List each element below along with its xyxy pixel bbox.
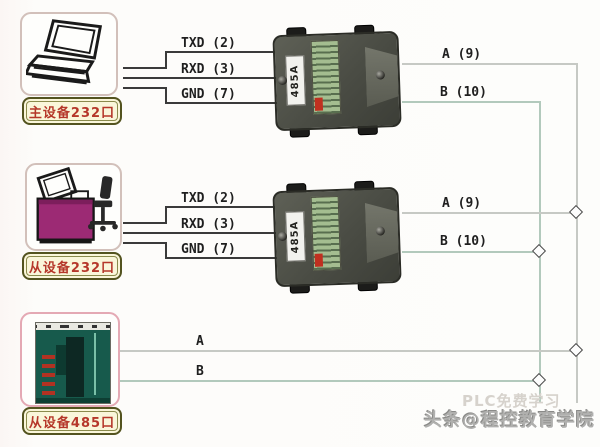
label-r3-b: B bbox=[196, 364, 204, 379]
slave485-equipment-illustration bbox=[35, 322, 111, 404]
slave232-device-picture-box bbox=[25, 163, 122, 251]
wire-r3-b bbox=[120, 380, 540, 382]
label-r1-gnd: GND (7) bbox=[181, 87, 236, 102]
wire-r2-txd-jog bbox=[165, 206, 167, 224]
slave485-device-picture-box bbox=[20, 312, 120, 407]
master-device-picture-box bbox=[20, 12, 118, 96]
slave485-device-label: 从设备485口 bbox=[22, 407, 122, 435]
label-r2-a: A (9) bbox=[442, 196, 482, 211]
label-r3-a: A bbox=[196, 334, 204, 349]
wire-r1-rxd bbox=[123, 77, 285, 79]
image-pipe bbox=[94, 333, 96, 395]
wire-r1-a bbox=[402, 63, 578, 65]
wire-r1-b bbox=[402, 101, 540, 103]
label-r1-b: B (10) bbox=[440, 85, 487, 100]
converter-model-text: 485A bbox=[289, 63, 302, 97]
wire-r2-gnd bbox=[165, 257, 285, 259]
image-floor bbox=[36, 398, 110, 403]
wire-r2-gnd-jog bbox=[165, 242, 167, 259]
slave232-device-label: 从设备232口 bbox=[22, 252, 122, 280]
junction-node-icon bbox=[568, 342, 584, 358]
desktop-computer-illustration bbox=[36, 167, 118, 244]
image-silhouette bbox=[66, 337, 84, 397]
label-r2-txd: TXD (2) bbox=[181, 191, 236, 206]
wire-r2-rxd bbox=[123, 232, 285, 234]
slave485-device-label-text: 从设备485口 bbox=[28, 415, 116, 431]
label-r1-rxd: RXD (3) bbox=[181, 62, 236, 77]
label-r1-txd: TXD (2) bbox=[181, 36, 236, 51]
converter-2: 485A bbox=[270, 180, 406, 294]
converter-brand-tag bbox=[310, 39, 342, 115]
watermark-text: 头条@程控教育学院 bbox=[424, 410, 595, 431]
slave232-device-label-text: 从设备232口 bbox=[28, 260, 116, 276]
label-r2-gnd: GND (7) bbox=[181, 242, 236, 257]
junction-node-icon bbox=[568, 204, 584, 220]
wire-r1-txd-stub bbox=[123, 67, 167, 69]
converter-model-tag: 485A bbox=[285, 55, 306, 106]
converter-1: 485A bbox=[270, 24, 406, 138]
wire-r2-b bbox=[402, 251, 540, 253]
label-r1-a: A (9) bbox=[442, 47, 482, 62]
junction-node-icon bbox=[531, 243, 547, 259]
wire-r1-gnd-jog bbox=[165, 87, 167, 104]
master-device-label-text: 主设备232口 bbox=[28, 105, 116, 121]
junction-node-icon bbox=[531, 372, 547, 388]
laptop-illustration bbox=[26, 19, 103, 85]
image-silhouette bbox=[56, 345, 66, 375]
wire-r2-txd bbox=[165, 206, 285, 208]
wire-r1-txd-jog bbox=[165, 51, 167, 69]
image-top-strip bbox=[36, 323, 110, 330]
bus-a-vertical bbox=[576, 63, 578, 403]
converter-model-tag: 485A bbox=[285, 211, 306, 262]
image-red-ladder bbox=[42, 351, 55, 395]
wire-r1-gnd bbox=[165, 102, 285, 104]
wire-r2-gnd-stub bbox=[123, 242, 167, 244]
converter-brand-tag bbox=[310, 195, 342, 271]
label-r2-rxd: RXD (3) bbox=[181, 217, 236, 232]
label-r2-b: B (10) bbox=[440, 234, 487, 249]
master-device-label: 主设备232口 bbox=[22, 97, 122, 125]
wire-r2-a bbox=[402, 212, 578, 214]
wire-r1-gnd-stub bbox=[123, 87, 167, 89]
converter-model-text: 485A bbox=[289, 219, 302, 253]
wire-r2-txd-stub bbox=[123, 222, 167, 224]
watermark-faint-text: PLC免费学习 bbox=[462, 392, 561, 410]
wire-r3-a bbox=[120, 350, 578, 352]
wire-r1-txd bbox=[165, 51, 285, 53]
